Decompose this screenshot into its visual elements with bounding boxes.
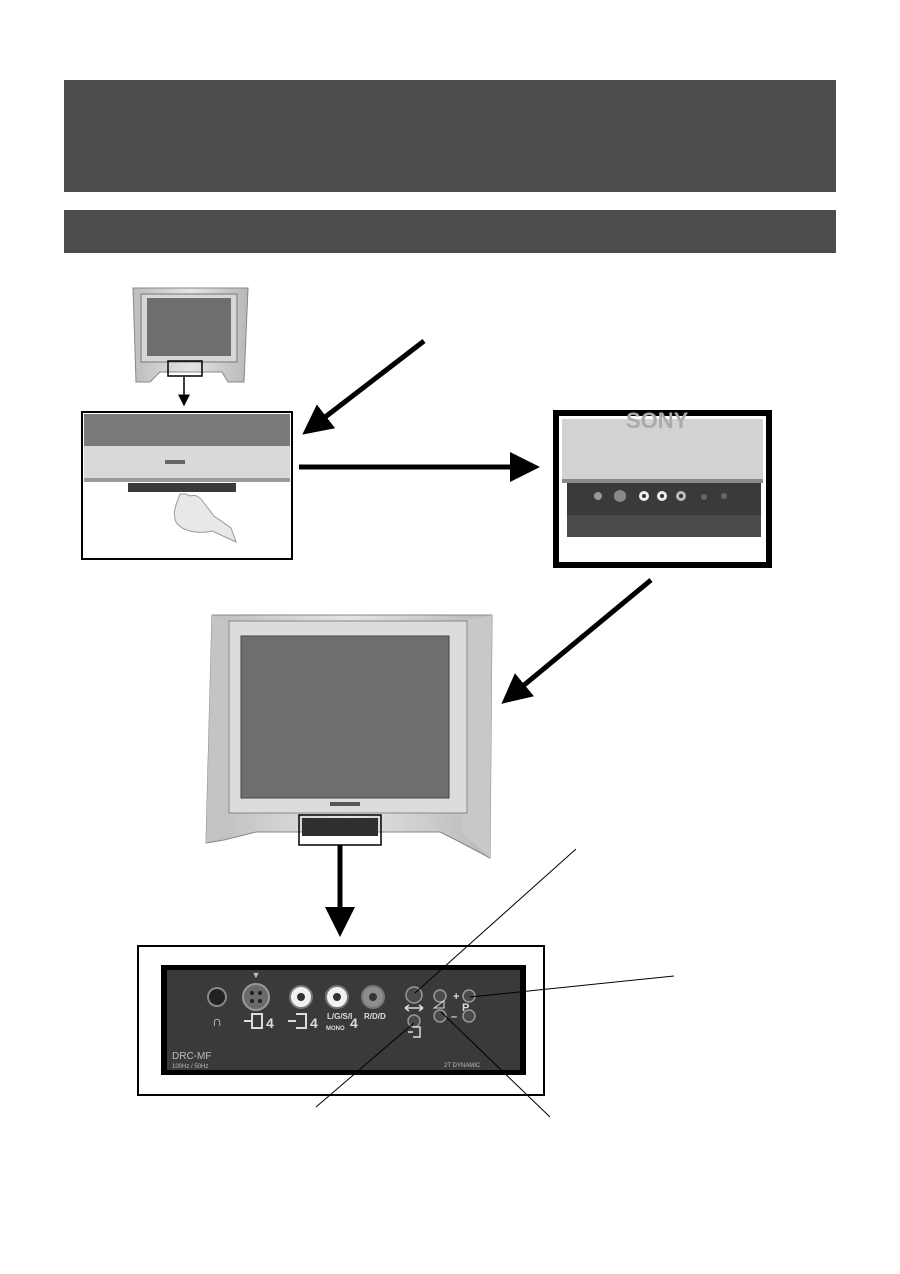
video-input-icon — [288, 1013, 307, 1029]
volume-plus-button[interactable] — [433, 989, 447, 1003]
volume-minus-button[interactable] — [433, 1009, 447, 1023]
dynamic-label: 2T DYNAMIC — [444, 1063, 481, 1069]
volume-icon — [432, 1000, 445, 1009]
section-bar — [64, 210, 836, 253]
svideo-label: 4 — [266, 1015, 274, 1031]
arrow-to-tv — [501, 578, 653, 704]
headphone-jack — [207, 987, 227, 1007]
program-label: P — [462, 1002, 469, 1014]
svideo-mark-icon: ▼ — [252, 970, 261, 980]
callout-auto-start — [414, 848, 577, 994]
callout-input-select — [315, 1022, 415, 1108]
input-select-button[interactable] — [407, 1014, 421, 1028]
mono-label: MONO — [326, 1026, 345, 1032]
open-panel-photo: SONY — [553, 408, 772, 568]
callout-volume — [440, 1011, 551, 1118]
input-select-icon — [408, 1026, 421, 1038]
plus-label: + — [453, 991, 459, 1003]
closed-panel-photo — [81, 411, 293, 560]
audio-left-label: L/G/S/I — [327, 1012, 352, 1021]
video-label: 4 — [310, 1015, 318, 1031]
program-up-button[interactable] — [462, 989, 476, 1003]
thumbnail-highlight — [167, 360, 203, 377]
headphone-icon: ∩ — [212, 1013, 222, 1029]
svideo-input-icon — [244, 1013, 263, 1029]
audio-input-label: 4 — [350, 1015, 358, 1031]
frequency-label: 100Hz / 50Hz — [172, 1064, 208, 1070]
minus-label: – — [451, 1011, 457, 1023]
title-bar — [64, 80, 836, 192]
model-label: DRC-MF — [172, 1051, 211, 1062]
tv-large — [205, 614, 493, 859]
arrow-to-closed-panel — [302, 339, 426, 435]
program-down-button[interactable] — [462, 1009, 476, 1023]
callout-program — [469, 975, 675, 998]
sony-logo: SONY — [626, 408, 689, 433]
auto-start-icon — [404, 1004, 424, 1012]
auto-start-button[interactable] — [405, 986, 423, 1004]
svideo-input — [242, 983, 270, 1011]
tv-thumbnail — [132, 287, 249, 383]
audio-right-label: R/D/D — [364, 1012, 386, 1021]
connector-panel: ∩ ▼ 4 4 L/G/S/I MONO 4 R/D/D — [137, 945, 545, 1096]
